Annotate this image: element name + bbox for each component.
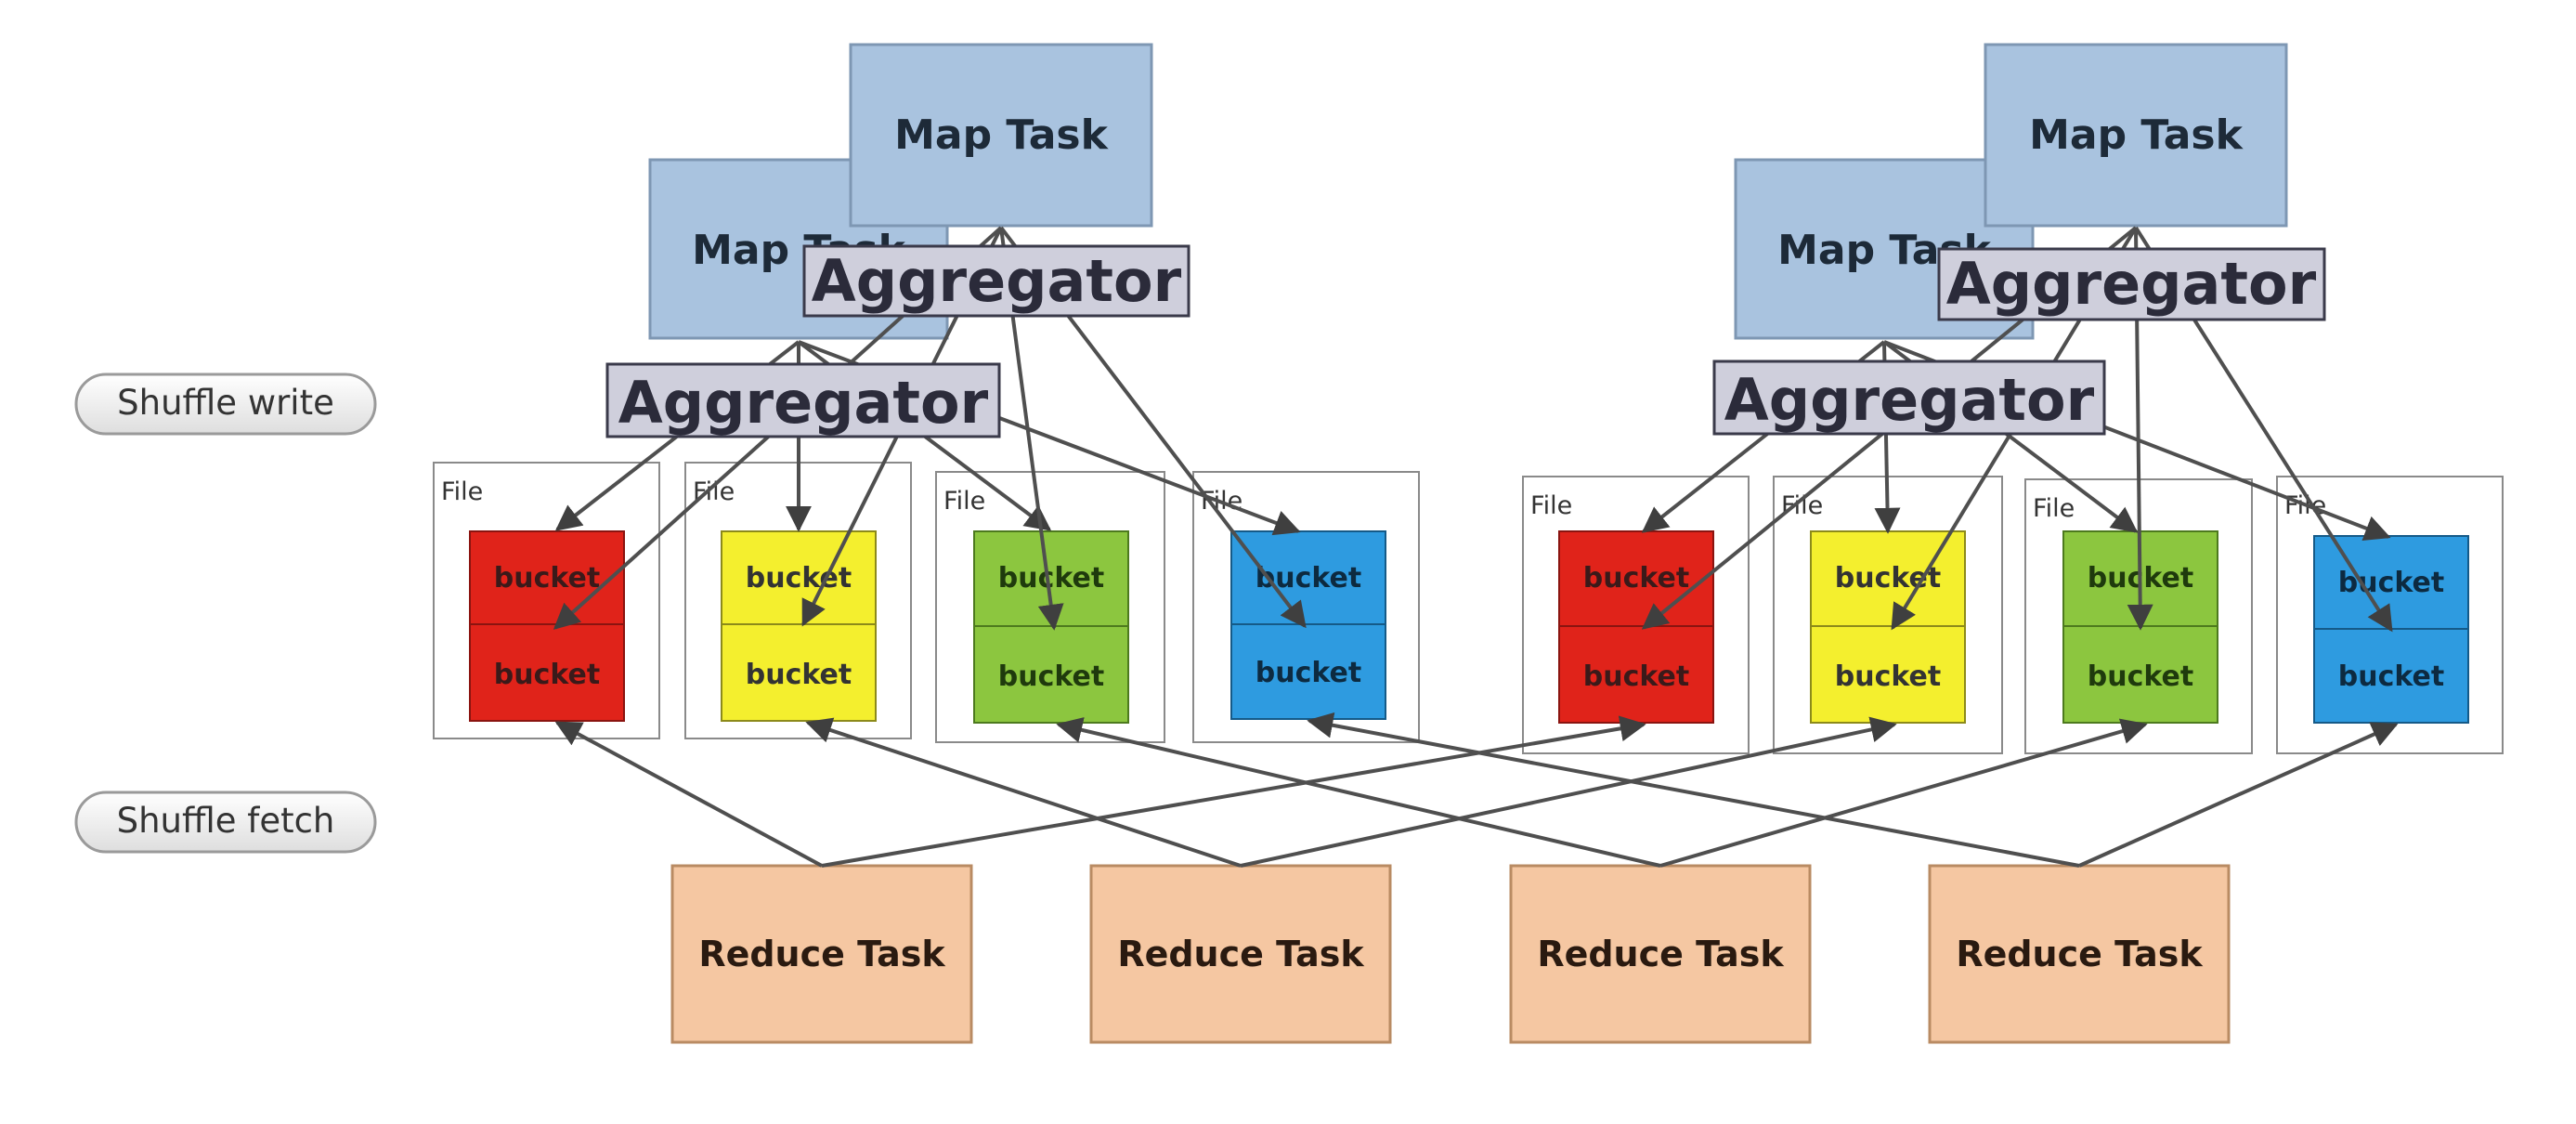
file-g2-red: File bucket bucket (1522, 476, 1750, 754)
bucket-label: bucket (1583, 562, 1689, 595)
file-g1-blue: File bucket bucket (1192, 471, 1420, 743)
fetch-arrow (805, 717, 1242, 868)
reduce-task-4: Reduce Task (1928, 864, 2231, 1044)
shuffle-write-label: Shuffle write (74, 372, 377, 436)
bucket-label: bucket (1583, 660, 1689, 693)
file-label: File (2033, 494, 2075, 523)
reduce-task-label: Reduce Task (1537, 934, 1784, 974)
reduce-task-1: Reduce Task (670, 864, 973, 1044)
reduce-task-2: Reduce Task (1089, 864, 1392, 1044)
map-task-g2-front: Map Task (1984, 43, 2288, 228)
aggregator-label: Aggregator (812, 247, 1182, 315)
bucket-label: bucket (2338, 660, 2444, 693)
bucket (1810, 530, 1966, 627)
bucket-label: bucket (998, 562, 1104, 595)
file-label: File (943, 487, 985, 516)
reduce-task-label: Reduce Task (1956, 934, 2203, 974)
bucket-label: bucket (1255, 657, 1361, 689)
aggregator-label: Aggregator (1724, 366, 2095, 434)
file-g2-blue: File bucket bucket (2276, 476, 2504, 754)
bucket-label: bucket (2088, 660, 2193, 693)
shuffle-fetch-text: Shuffle fetch (117, 801, 335, 841)
reduce-task-label: Reduce Task (1117, 934, 1364, 974)
file-label: File (441, 477, 483, 506)
shuffle-write-text: Shuffle write (117, 383, 334, 423)
bucket (1230, 623, 1386, 720)
aggregator-label: Aggregator (1946, 250, 2317, 318)
bucket (973, 625, 1129, 724)
bucket-label: bucket (1835, 660, 1941, 693)
bucket (2062, 625, 2218, 724)
bucket (469, 623, 625, 722)
bucket (1810, 625, 1966, 724)
aggregator-g2-front: Aggregator (1937, 247, 2326, 321)
fetch-arrow (821, 715, 1646, 868)
file-label: File (693, 477, 735, 506)
fetch-arrow (2078, 722, 2399, 868)
fetch-arrow (1240, 716, 1897, 868)
reduce-task-3: Reduce Task (1509, 864, 1812, 1044)
bucket (721, 530, 877, 625)
shuffle-fetch-label: Shuffle fetch (74, 791, 377, 854)
bucket-label: bucket (1835, 562, 1941, 595)
fetch-arrow (554, 721, 823, 868)
bucket (2313, 628, 2469, 724)
fetch-arrow (1307, 712, 2080, 868)
bucket-label: bucket (998, 660, 1104, 693)
fetch-arrow (1659, 718, 2148, 868)
file-g1-red: File bucket bucket (433, 462, 660, 739)
file-label: File (1781, 491, 1823, 520)
file-label: File (1530, 491, 1572, 520)
bucket-label: bucket (746, 562, 852, 595)
fetch-arrow (1056, 717, 1661, 868)
map-task-g1-front: Map Task (849, 43, 1153, 228)
map-task-label: Map Task (894, 111, 1110, 159)
bucket-label: bucket (746, 659, 852, 691)
bucket (1230, 530, 1386, 625)
bucket-label: bucket (494, 659, 600, 691)
aggregator-g1-back: Aggregator (605, 362, 1001, 438)
aggregator-g2-back: Aggregator (1712, 359, 2106, 436)
aggregator-g1-front: Aggregator (802, 244, 1190, 318)
bucket-label: bucket (494, 562, 600, 595)
bucket (721, 623, 877, 722)
aggregator-label: Aggregator (618, 369, 989, 437)
reduce-task-label: Reduce Task (698, 934, 945, 974)
bucket-label: bucket (1255, 562, 1361, 595)
map-task-label: Map Task (2029, 111, 2244, 159)
